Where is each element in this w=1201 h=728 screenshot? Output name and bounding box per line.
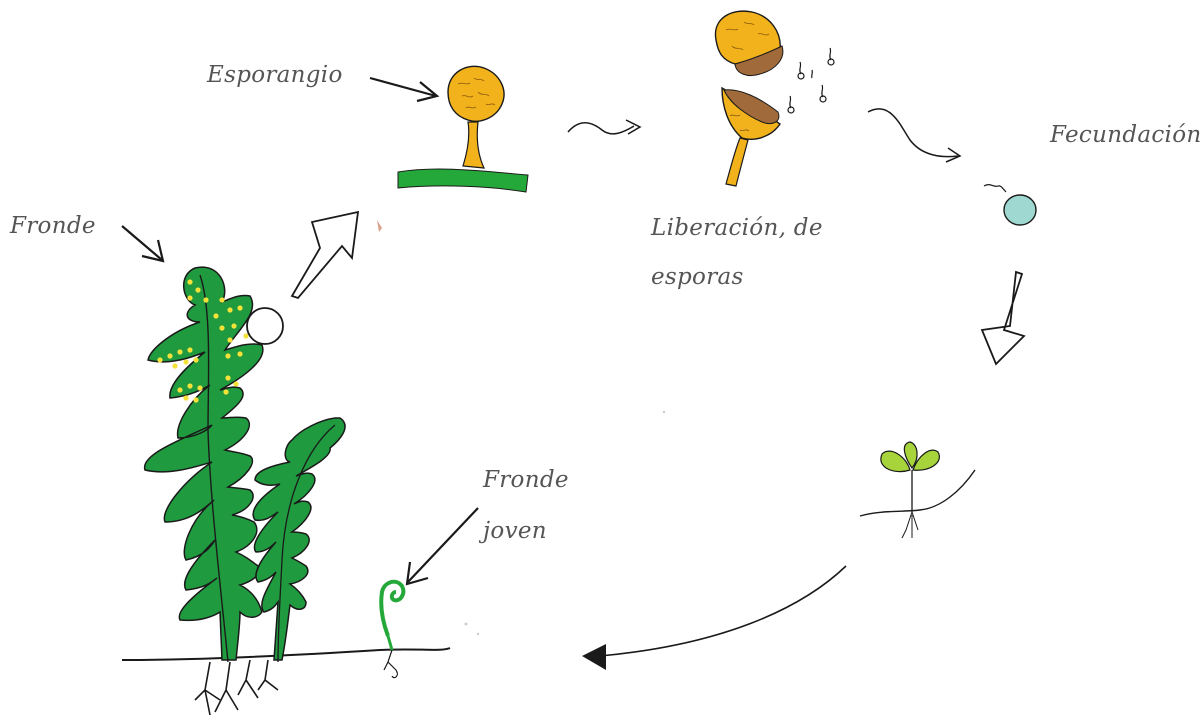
big-frond bbox=[145, 267, 263, 660]
sporangium-stalk bbox=[463, 122, 484, 168]
hollow-arrow-up bbox=[292, 212, 358, 298]
label-liberacion-line2: esporas bbox=[651, 264, 744, 290]
open-sporangium-stalk bbox=[726, 138, 748, 186]
second-frond bbox=[253, 418, 345, 660]
seedling bbox=[860, 442, 975, 538]
young-frond bbox=[381, 582, 403, 678]
label-fronde-joven-line2: joven bbox=[483, 518, 547, 544]
sporangium-ground bbox=[398, 169, 528, 192]
sporangium-head bbox=[448, 66, 504, 121]
ground-line bbox=[122, 648, 450, 660]
fern-roots bbox=[195, 660, 278, 715]
squiggle-arrow bbox=[568, 120, 640, 134]
label-fecundacion: Fecundación bbox=[1050, 122, 1201, 148]
label-esporangio: Esporangio bbox=[207, 62, 343, 88]
fronde-pointer-arrow bbox=[122, 226, 163, 261]
hollow-arrow-down bbox=[982, 272, 1024, 364]
label-fronde: Fronde bbox=[10, 213, 96, 239]
small-pink-mark bbox=[377, 220, 382, 232]
fronde-joven-pointer-arrow bbox=[407, 508, 478, 584]
zygote bbox=[984, 185, 1036, 225]
released-spores bbox=[788, 48, 834, 113]
label-fronde-joven-line1: Fronde bbox=[483, 467, 569, 493]
curve-arrow-fecundacion bbox=[868, 109, 960, 162]
esporangio-pointer-arrow bbox=[370, 78, 437, 101]
label-liberacion-line1: Liberación, de bbox=[651, 215, 823, 241]
return-arrow bbox=[582, 566, 846, 670]
zoom-circle bbox=[247, 308, 283, 344]
